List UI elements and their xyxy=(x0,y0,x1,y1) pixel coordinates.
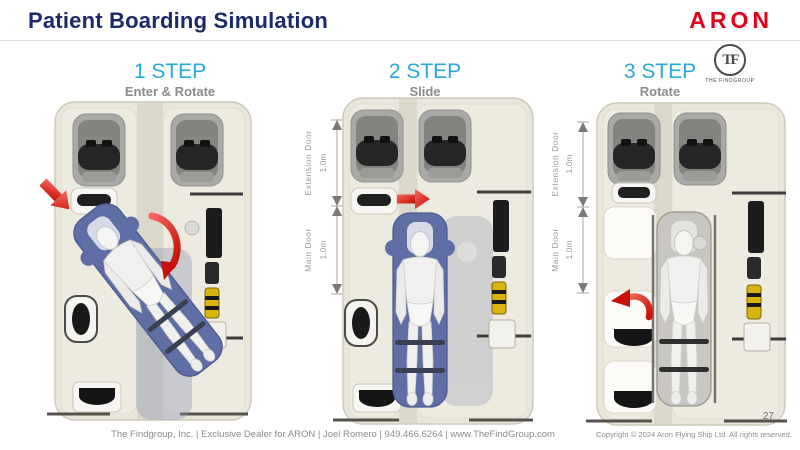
medical-rack xyxy=(732,191,786,352)
step-3-illustration: Extension Door 1.0m Main Door 1.0m xyxy=(550,102,787,426)
extension-door-value: 1.0m xyxy=(564,155,574,174)
cabin-case xyxy=(64,295,98,343)
main-door-value: 1.0m xyxy=(564,241,574,260)
tf-circle-icon: TF xyxy=(714,44,746,76)
aron-brand-logo: ARON xyxy=(689,7,773,33)
rotate-arrow-icon xyxy=(148,212,181,280)
step-1-illustration xyxy=(40,101,252,421)
cabin-case xyxy=(344,299,378,347)
rear-bench xyxy=(352,383,402,413)
extension-door-label: Extension Door xyxy=(550,131,560,196)
step-3-subtitle: Rotate xyxy=(639,84,681,100)
slide-arrow-icon xyxy=(397,189,430,209)
page-number: 27 xyxy=(762,411,774,422)
step-2-header: 2 STEP Slide xyxy=(340,60,510,100)
enter-arrow-icon xyxy=(40,178,70,210)
cabin-bench xyxy=(611,182,657,204)
seat-icon xyxy=(418,109,472,183)
page-title: Patient Boarding Simulation xyxy=(28,8,328,33)
door-panel xyxy=(603,206,657,260)
seat-icon xyxy=(673,112,727,186)
seat-icon xyxy=(170,113,224,187)
title-divider xyxy=(0,40,800,41)
main-door-label: Main Door xyxy=(303,228,313,272)
step-3-label: 3 STEP xyxy=(623,60,697,83)
copyright: Copyright © 2024 Aron Flying Ship Ltd. A… xyxy=(596,430,792,439)
patient-stretcher xyxy=(384,212,456,408)
seat-icon xyxy=(72,113,126,187)
findgroup-logo: TF THE FINDGROUP xyxy=(698,44,762,84)
dimension-annotation: Extension Door 1.0m Main Door 1.0m xyxy=(303,119,343,295)
seat-icon xyxy=(350,109,404,183)
extension-door-label: Extension Door xyxy=(303,130,313,195)
cabin-bench xyxy=(350,187,398,215)
dimension-annotation: Extension Door 1.0m Main Door 1.0m xyxy=(550,121,589,294)
footer-info: The Findgroup, Inc. | Exclusive Dealer f… xyxy=(111,429,555,440)
main-door-label: Main Door xyxy=(550,228,560,272)
findgroup-logo-name: THE FINDGROUP xyxy=(705,78,755,84)
door-panel xyxy=(603,360,657,414)
extension-door-value: 1.0m xyxy=(318,154,328,173)
rotate-ccw-arrow-icon xyxy=(611,289,653,321)
step-2-illustration: Extension Door 1.0m Main Door 1.0m xyxy=(303,97,534,425)
stretcher-ghost xyxy=(441,216,493,406)
main-door-value: 1.0m xyxy=(318,241,328,260)
rear-bench xyxy=(72,381,122,413)
step-1-subtitle: Enter & Rotate xyxy=(124,84,216,100)
seat-icon xyxy=(607,112,661,186)
step-3-header: 3 STEP Rotate xyxy=(575,60,745,100)
step-1-header: 1 STEP Enter & Rotate xyxy=(85,60,255,100)
patient-stretcher xyxy=(651,211,717,407)
step-2-label: 2 STEP xyxy=(388,60,462,83)
step-2-subtitle: Slide xyxy=(409,84,441,100)
step-1-label: 1 STEP xyxy=(133,60,207,83)
